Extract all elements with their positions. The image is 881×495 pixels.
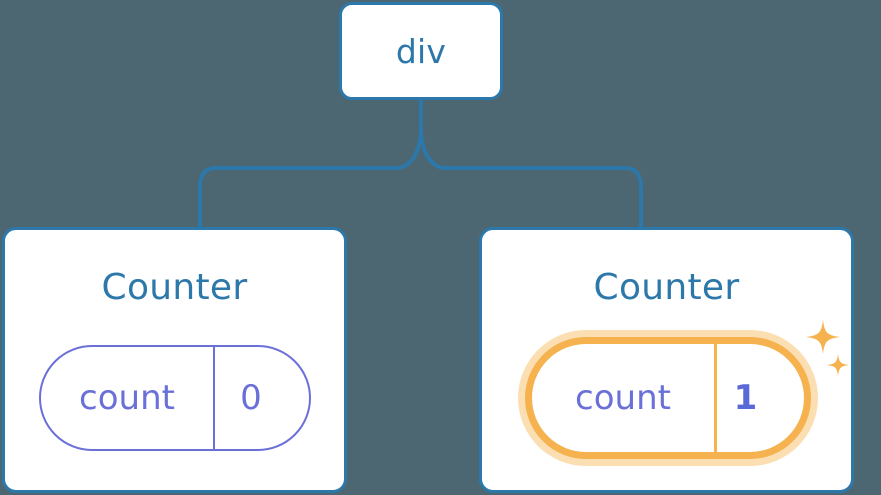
connector-left-branch [198,127,423,228]
state-pill-right[interactable]: count 1 [518,330,818,466]
connector-right-branch [419,127,643,228]
counter-card-right-title: Counter [593,267,740,308]
state-pill-left-key: count [41,347,215,449]
state-pill-right-body: count 1 [525,337,811,459]
state-pill-left-body: count 0 [39,345,311,451]
div-node-label: div [395,31,447,71]
state-pill-left-value: 0 [240,378,262,418]
counter-card-left-title: Counter [101,267,248,308]
state-pill-right-key: count [532,344,717,452]
div-node[interactable]: div [339,2,503,100]
state-pill-right-value: 1 [733,378,758,418]
state-pill-left[interactable]: count 0 [39,345,311,451]
